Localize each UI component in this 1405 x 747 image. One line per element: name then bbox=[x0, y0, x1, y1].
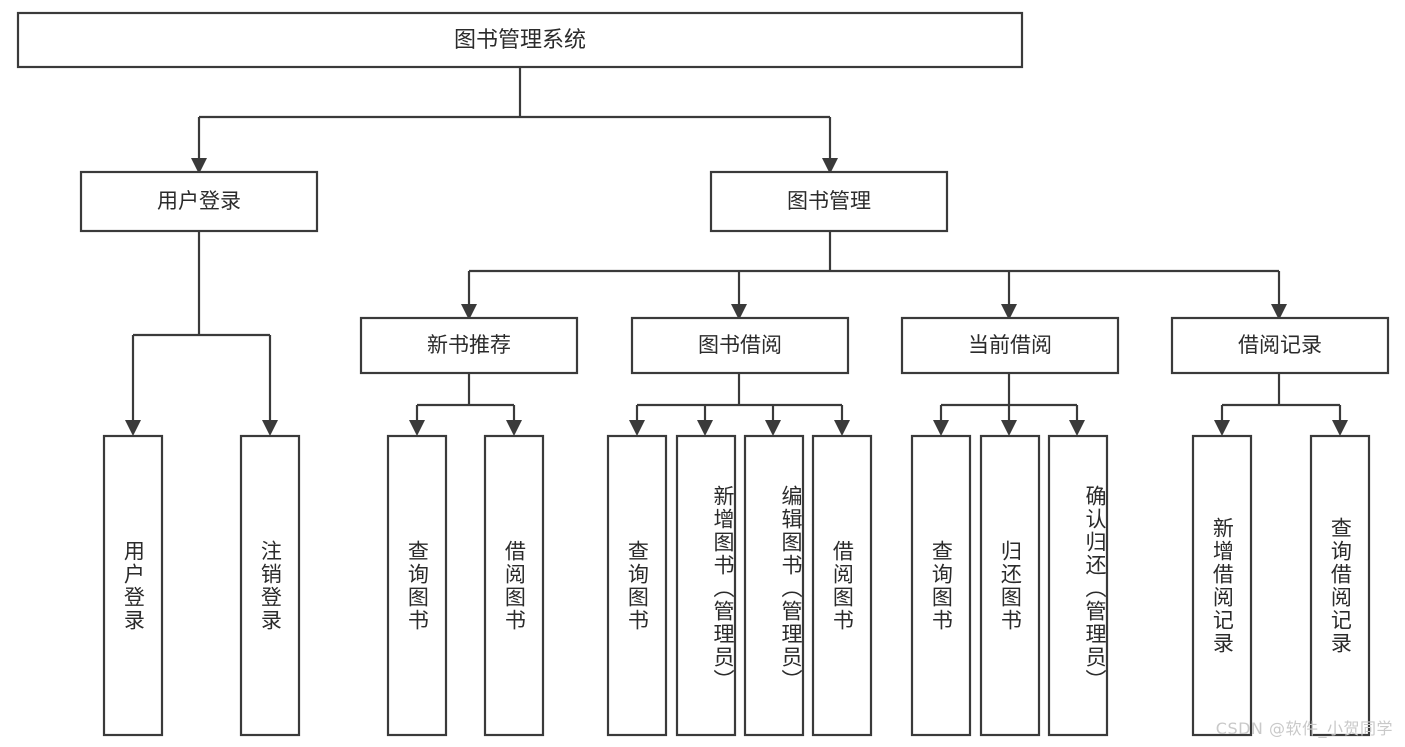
arrow-head-icon bbox=[731, 304, 747, 320]
node-box-shape bbox=[16, 11, 1024, 69]
leaf-box-add-record[interactable] bbox=[1191, 434, 1253, 737]
node-label-borrow-record: 借阅记录 bbox=[1238, 333, 1322, 357]
connector-bookborrow-to-leaves bbox=[629, 373, 850, 436]
node-book-manage[interactable]: 图书管理 bbox=[709, 170, 949, 233]
node-box-shape bbox=[359, 316, 579, 375]
leaf-box-user-logout[interactable] bbox=[239, 434, 301, 737]
node-box-shape bbox=[900, 316, 1120, 375]
node-book-borrow[interactable]: 图书借阅 bbox=[630, 316, 850, 375]
node-user-login[interactable]: 用户登录 bbox=[79, 170, 319, 233]
node-label-current-borrow: 当前借阅 bbox=[968, 333, 1052, 357]
arrow-head-icon bbox=[1001, 420, 1017, 436]
node-box-shape bbox=[709, 170, 949, 233]
arrow-head-icon bbox=[933, 420, 949, 436]
leaf-box-query-book-1[interactable] bbox=[386, 434, 448, 737]
leaf-box-add-book[interactable] bbox=[675, 434, 737, 737]
leaf-box-confirm-return[interactable] bbox=[1047, 434, 1109, 737]
node-label-new-book-recommend: 新书推荐 bbox=[427, 333, 511, 357]
node-box-shape bbox=[79, 170, 319, 233]
connector-currentborrow-to-leaves bbox=[933, 373, 1085, 436]
leaf-box-query-book-3[interactable] bbox=[910, 434, 972, 737]
leaf-box-query-record[interactable] bbox=[1309, 434, 1371, 737]
leaf-box-edit-book[interactable] bbox=[743, 434, 805, 737]
arrow-head-icon bbox=[461, 304, 477, 320]
arrow-head-icon bbox=[834, 420, 850, 436]
node-box-shape bbox=[1170, 316, 1390, 375]
leaf-box-borrow-book-1[interactable] bbox=[483, 434, 545, 737]
arrow-head-icon bbox=[765, 420, 781, 436]
watermark-text: CSDN @软件_小贺同学 bbox=[1215, 719, 1393, 738]
arrow-head-icon bbox=[1001, 304, 1017, 320]
connector-userlogin-to-leaves bbox=[125, 231, 278, 436]
leaf-box-user-login[interactable] bbox=[102, 434, 164, 737]
node-label-user-login: 用户登录 bbox=[157, 189, 241, 213]
arrow-head-icon bbox=[697, 420, 713, 436]
leaf-box-borrow-book-2[interactable] bbox=[811, 434, 873, 737]
node-label-root: 图书管理系统 bbox=[454, 28, 586, 53]
node-label-book-borrow: 图书借阅 bbox=[698, 333, 782, 357]
connector-bookmanage-to-level3 bbox=[461, 231, 1287, 320]
connector-borrowrecord-to-leaves bbox=[1214, 373, 1348, 436]
connector-root-to-level2 bbox=[191, 67, 838, 174]
arrow-head-icon bbox=[629, 420, 645, 436]
node-box-shape bbox=[630, 316, 850, 375]
arrow-head-icon bbox=[262, 420, 278, 436]
arrow-head-icon bbox=[191, 158, 207, 174]
node-borrow-record[interactable]: 借阅记录 bbox=[1170, 316, 1390, 375]
arrow-head-icon bbox=[409, 420, 425, 436]
arrow-head-icon bbox=[822, 158, 838, 174]
arrow-head-icon bbox=[1214, 420, 1230, 436]
connector-newbook-to-leaves bbox=[409, 373, 522, 436]
arrow-head-icon bbox=[1271, 304, 1287, 320]
arrow-head-icon bbox=[506, 420, 522, 436]
node-root[interactable]: 图书管理系统 bbox=[16, 11, 1024, 69]
arrow-head-icon bbox=[1332, 420, 1348, 436]
leaf-box-query-book-2[interactable] bbox=[606, 434, 668, 737]
node-current-borrow[interactable]: 当前借阅 bbox=[900, 316, 1120, 375]
node-new-book-recommend[interactable]: 新书推荐 bbox=[359, 316, 579, 375]
arrow-head-icon bbox=[125, 420, 141, 436]
node-label-book-manage: 图书管理 bbox=[787, 189, 871, 213]
arrow-head-icon bbox=[1069, 420, 1085, 436]
leaf-box-return-book[interactable] bbox=[979, 434, 1041, 737]
